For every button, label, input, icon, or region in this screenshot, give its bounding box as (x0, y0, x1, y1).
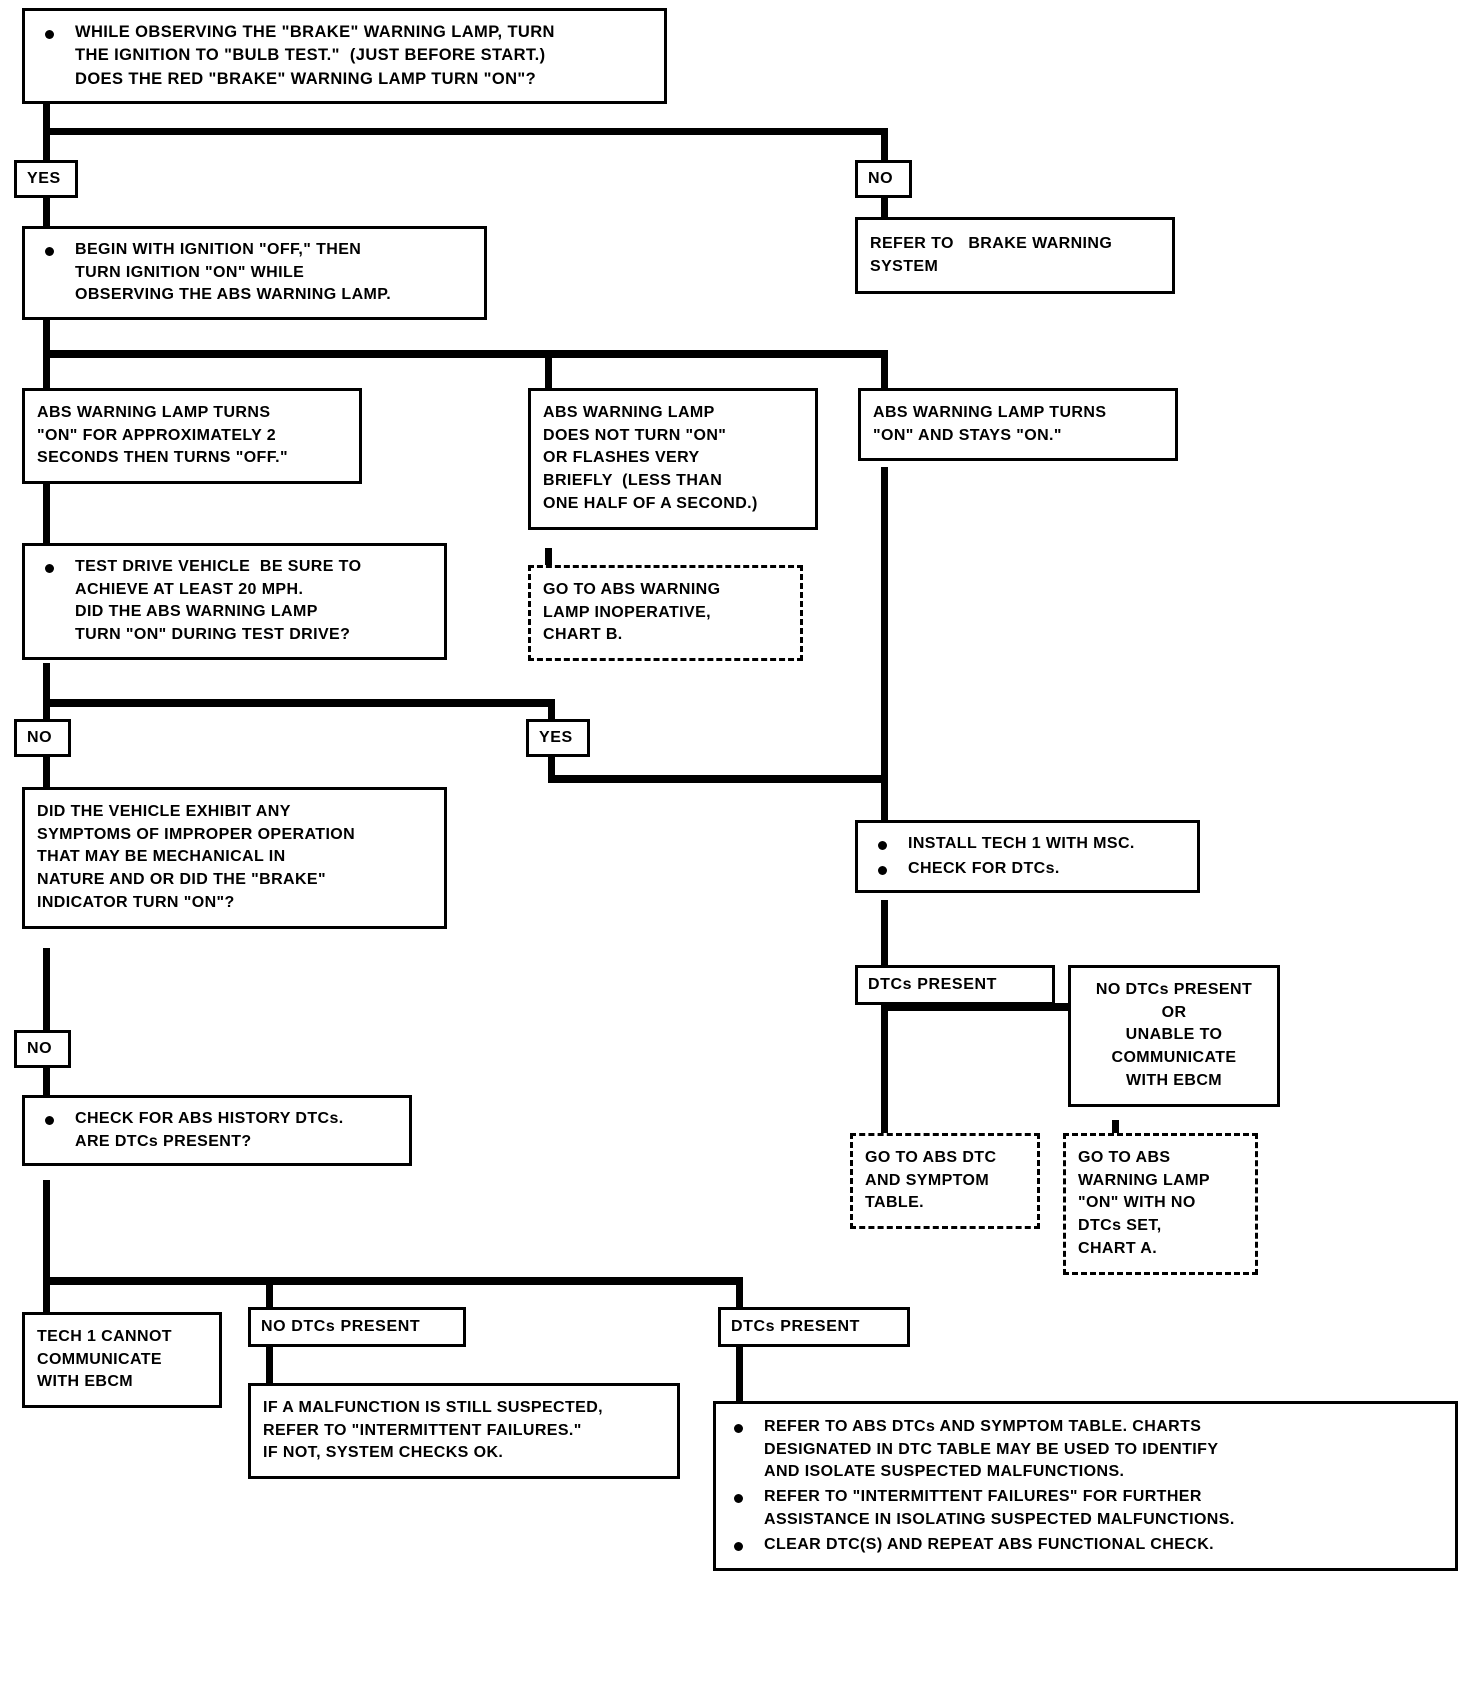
connector-yes1-down (43, 195, 50, 228)
bullet-item: CLEAR DTC(S) AND REPEAT ABS FUNCTIONAL C… (728, 1534, 1443, 1557)
node-install-tech1[interactable]: INSTALL TECH 1 WITH MSC. CHECK FOR DTCs. (855, 820, 1200, 894)
connector-rightcond-down (881, 467, 888, 822)
node-final-actions[interactable]: REFER TO ABS DTCs AND SYMPTOM TABLE. CHA… (713, 1401, 1458, 1572)
connector-yes2-right-bar (548, 775, 888, 783)
node-no-dtcs-or-unable[interactable]: NO DTCs PRESENT OR UNABLE TO COMMUNICATE… (1068, 965, 1280, 1107)
node-check-history-dtcs[interactable]: CHECK FOR ABS HISTORY DTCs. ARE DTCs PRE… (22, 1095, 412, 1167)
node-lamp-does-not-turn-on[interactable]: ABS WARNING LAMP DOES NOT TURN "ON" OR F… (528, 388, 818, 530)
tag-label: DTCs PRESENT (731, 1318, 860, 1335)
connector-start-to-yes (43, 128, 50, 164)
bullet-dot-icon (878, 866, 887, 876)
node-refer-brake-warning-system[interactable]: REFER TO BRAKE WARNING SYSTEM (855, 217, 1175, 295)
bullet-item: CHECK FOR DTCs. (872, 858, 1185, 881)
connector-bottom-mid (266, 1277, 273, 1314)
connector-3way-left (43, 350, 50, 388)
bullet-item: WHILE OBSERVING THE "BRAKE" WARNING LAMP… (39, 21, 652, 91)
tag-label: DTCs PRESENT (868, 976, 997, 993)
connector-testdrive-to-yes2 (548, 699, 555, 722)
connector-dtcspresent-right-down (881, 1000, 888, 1135)
tag-label: NO DTCs PRESENT (261, 1318, 421, 1335)
connector-tech-split-bar (881, 1003, 1106, 1011)
bullet-item: REFER TO "INTERMITTENT FAILURES" FOR FUR… (728, 1486, 1443, 1531)
tag-no-3[interactable]: NO (14, 1030, 71, 1068)
node-goto-chart-a[interactable]: GO TO ABS WARNING LAMP "ON" WITH NO DTCs… (1063, 1133, 1258, 1275)
node-goto-chart-b[interactable]: GO TO ABS WARNING LAMP INOPERATIVE, CHAR… (528, 565, 803, 662)
bullet-dot-icon (734, 1494, 743, 1504)
tag-label: NO (27, 729, 53, 746)
connector-midcond-down (545, 548, 552, 570)
tag-no-1[interactable]: NO (855, 160, 912, 198)
connector-testdrive-to-no2 (43, 699, 50, 722)
connector-begin-down (43, 305, 50, 355)
node-intermittent-failures[interactable]: IF A MALFUNCTION IS STILL SUSPECTED, REF… (248, 1383, 680, 1480)
tag-dtcs-present-right[interactable]: DTCs PRESENT (855, 965, 1055, 1005)
bullet-item: CHECK FOR ABS HISTORY DTCs. ARE DTCs PRE… (39, 1108, 397, 1153)
bullet-dot-icon (878, 841, 887, 851)
connector-bottom-left (43, 1277, 50, 1314)
tag-label: NO (27, 1040, 53, 1057)
bullet-item: INSTALL TECH 1 WITH MSC. (872, 833, 1185, 856)
bullet-dot-icon (45, 1116, 54, 1126)
tag-label: YES (27, 170, 61, 187)
tag-label: YES (539, 729, 573, 746)
connector-testdrive-bar (43, 699, 555, 707)
node-lamp-on-and-stays-on[interactable]: ABS WARNING LAMP TURNS "ON" AND STAYS "O… (858, 388, 1178, 462)
bullet-dot-icon (45, 29, 54, 39)
bullet-dot-icon (45, 564, 54, 574)
connector-start-down (43, 104, 50, 134)
bullet-dot-icon (45, 247, 54, 257)
connector-dtcs-down (736, 1345, 743, 1403)
tag-no-2[interactable]: NO (14, 719, 71, 757)
tag-no-dtcs-present-bottom[interactable]: NO DTCs PRESENT (248, 1307, 466, 1347)
connector-start-split-bar (43, 128, 888, 135)
bullet-item: BEGIN WITH IGNITION "OFF," THEN TURN IGN… (39, 239, 472, 307)
connector-start-to-no (881, 128, 888, 164)
connector-nodtcs-down (266, 1345, 273, 1385)
connector-bottom-right (736, 1277, 743, 1314)
tag-label: NO (868, 170, 894, 187)
connector-lamp2sec-down (43, 483, 50, 545)
tag-yes-2[interactable]: YES (526, 719, 590, 757)
node-start-brake-lamp[interactable]: WHILE OBSERVING THE "BRAKE" WARNING LAMP… (22, 8, 667, 105)
bullet-dot-icon (734, 1424, 743, 1434)
tag-dtcs-present-bottom[interactable]: DTCs PRESENT (718, 1307, 910, 1347)
connector-bottom-bar (43, 1277, 743, 1285)
connector-testdrive-down (43, 663, 50, 705)
node-test-drive-vehicle[interactable]: TEST DRIVE VEHICLE BE SURE TO ACHIEVE AT… (22, 543, 447, 660)
bullet-item: REFER TO ABS DTCs AND SYMPTOM TABLE. CHA… (728, 1416, 1443, 1484)
connector-3way-mid (545, 350, 552, 388)
node-vehicle-symptoms[interactable]: DID THE VEHICLE EXHIBIT ANY SYMPTOMS OF … (22, 787, 447, 929)
node-begin-ignition-off[interactable]: BEGIN WITH IGNITION "OFF," THEN TURN IGN… (22, 226, 487, 321)
connector-installtech-down (881, 900, 888, 972)
connector-yes2-down (548, 755, 555, 782)
node-goto-abs-dtc-symptom-table[interactable]: GO TO ABS DTC AND SYMPTOM TABLE. (850, 1133, 1040, 1230)
bullet-item: TEST DRIVE VEHICLE BE SURE TO ACHIEVE AT… (39, 556, 432, 647)
node-tech1-cannot-communicate[interactable]: TECH 1 CANNOT COMMUNICATE WITH EBCM (22, 1312, 222, 1409)
connector-checkhistory-down (43, 1180, 50, 1285)
connector-3way-bar (43, 350, 888, 358)
tag-yes-1[interactable]: YES (14, 160, 78, 198)
connector-no2-down (43, 755, 50, 790)
connector-no3-down (43, 1065, 50, 1097)
connector-no1-down (881, 195, 888, 220)
connector-symptoms-down (43, 948, 50, 1033)
node-lamp-on-2-seconds[interactable]: ABS WARNING LAMP TURNS "ON" FOR APPROXIM… (22, 388, 362, 485)
connector-3way-right (881, 350, 888, 388)
bullet-dot-icon (734, 1541, 743, 1551)
